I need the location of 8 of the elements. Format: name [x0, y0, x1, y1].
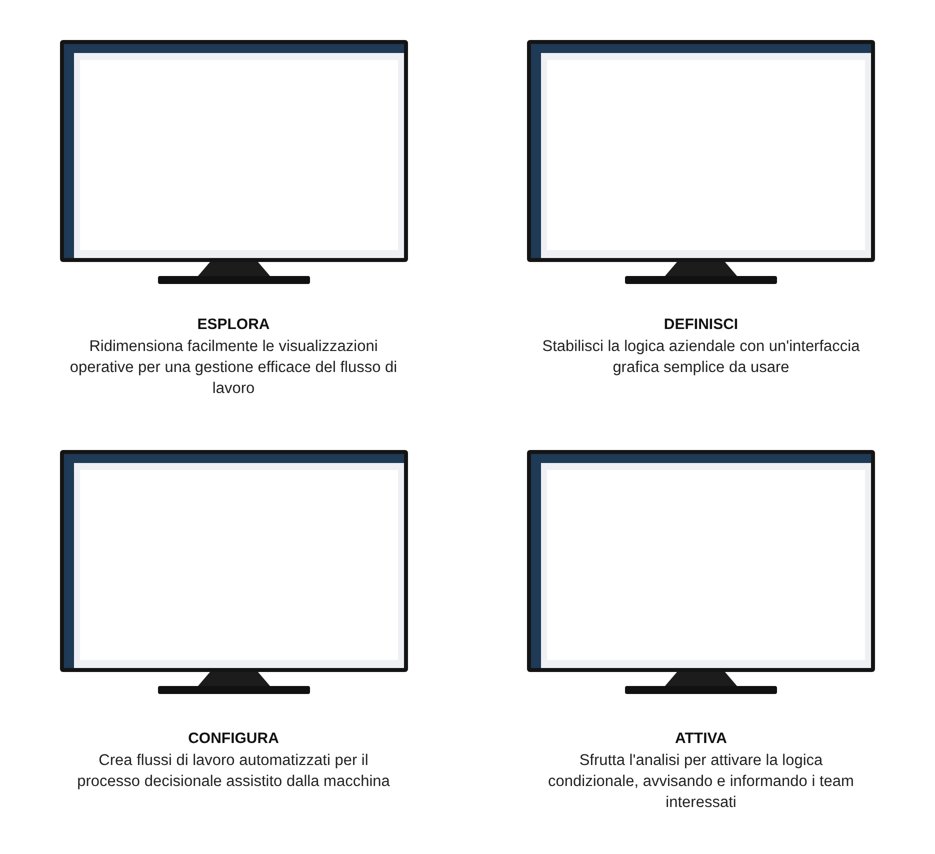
section-description: Stabilisci la logica aziendale con un'interfaccia grafica semplice da usare [541, 337, 861, 378]
section-heading: DEFINISCI [664, 316, 738, 333]
section-description: Sfrutta l'analisi per attivare la logica condizionale, avvisando e informando i team interessati [547, 751, 855, 813]
section-description: Ridimensiona facilmente le visualizzazioni operative per una gestione efficace del flusso di lavoro [68, 337, 398, 399]
section-heading: ATTIVA [675, 730, 727, 747]
section-description: Crea flussi di lavoro automatizzati per il processo decisionale assistito dalla macchina [76, 751, 391, 792]
section-heading: ESPLORA [197, 316, 270, 333]
section-heading: CONFIGURA [188, 730, 279, 747]
